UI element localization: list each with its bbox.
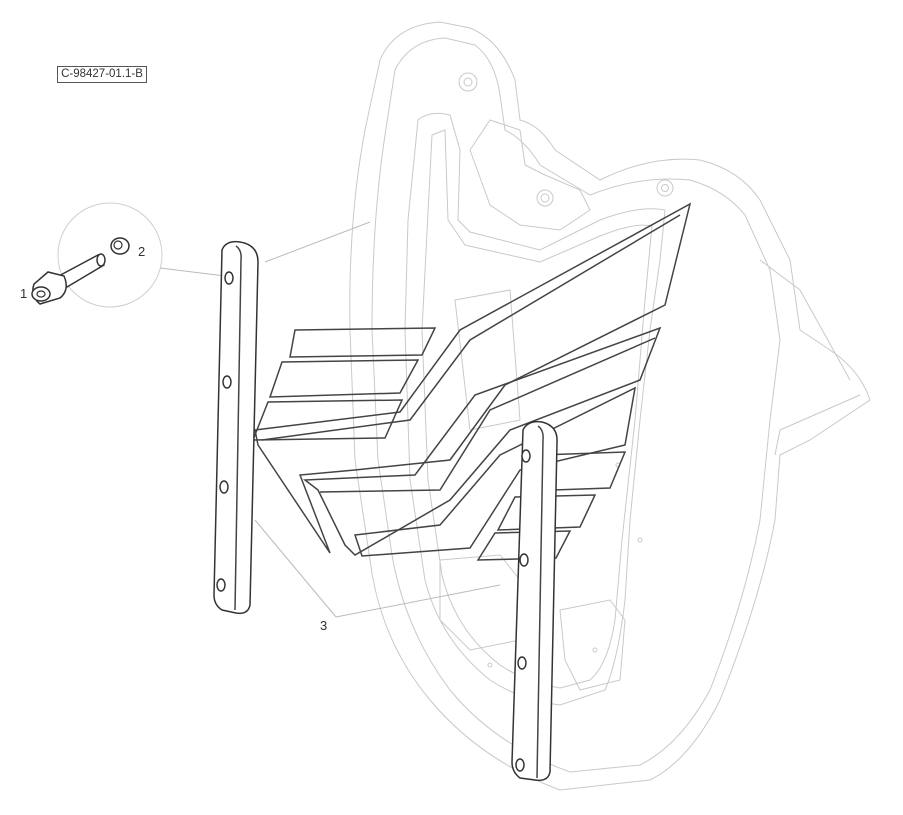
ghost-body-outline xyxy=(349,21,871,791)
leader-lines xyxy=(159,221,501,618)
detail-circle xyxy=(57,202,163,308)
drawing-reference-label: C-98427-01.1-B xyxy=(57,66,147,83)
rail-strip-right xyxy=(511,420,558,782)
rail-strip-left xyxy=(213,240,259,615)
decal-graphic xyxy=(251,202,692,561)
callout-2: 2 xyxy=(138,244,145,259)
callout-1: 1 xyxy=(20,286,27,301)
washer-part xyxy=(110,237,130,255)
bolt-part xyxy=(31,253,106,305)
callout-3: 3 xyxy=(320,618,327,633)
